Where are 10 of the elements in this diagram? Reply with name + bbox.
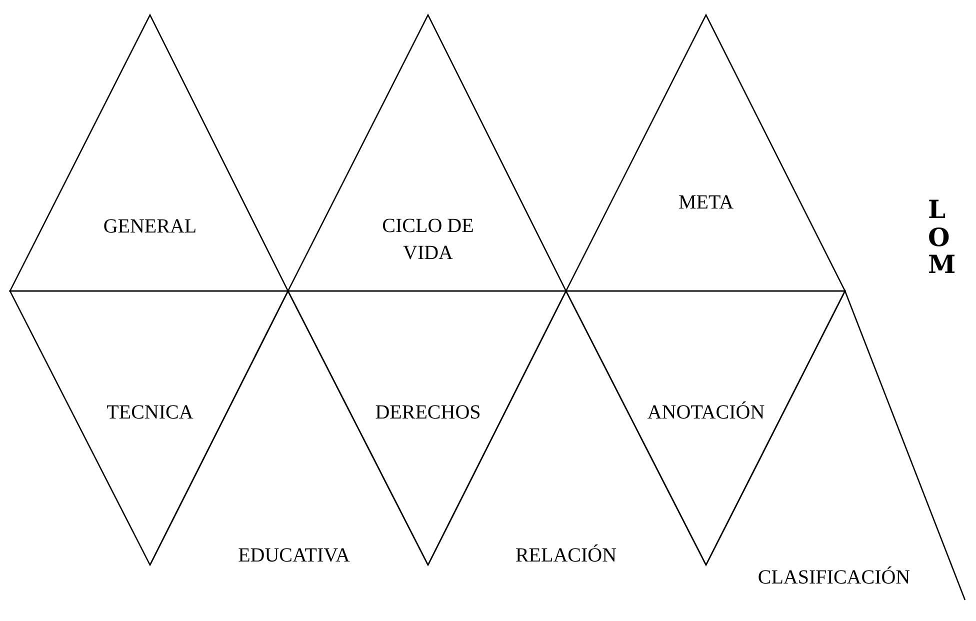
section-label: META: [677, 190, 735, 216]
vertical-title: LOM: [928, 196, 953, 278]
section-label: CLASIFICACIÓN: [756, 565, 912, 590]
section-label: RELACIÓN: [514, 543, 618, 568]
section-label: ANOTACIÓN: [646, 400, 766, 426]
section-label: CICLO DE VIDA: [381, 214, 475, 266]
section-label: TECNICA: [106, 400, 194, 426]
section-label: DERECHOS: [374, 400, 482, 426]
section-label: EDUCATIVA: [237, 544, 351, 568]
section-label: GENERAL: [102, 214, 198, 240]
